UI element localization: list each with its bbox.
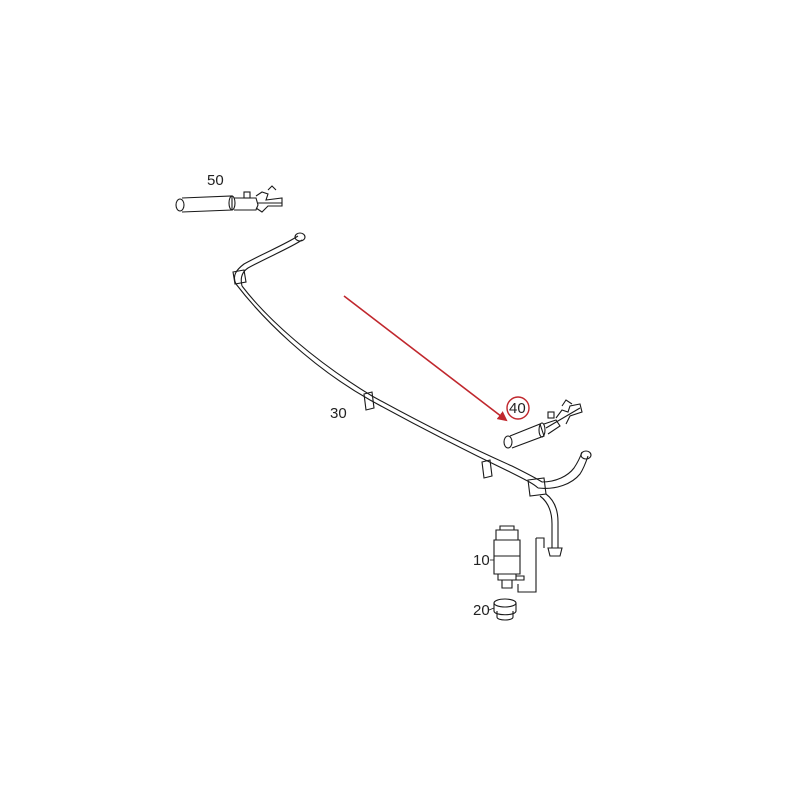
washer-nozzle-40[interactable]	[503, 399, 583, 449]
highlight-arrow	[343, 295, 508, 422]
washer-nozzle-50[interactable]	[175, 185, 283, 213]
highlight-circle	[506, 396, 530, 420]
washer-hose-30[interactable]	[232, 232, 592, 593]
callout-40[interactable]: 40	[509, 400, 526, 417]
callout-50[interactable]: 50	[207, 172, 224, 189]
washer-pump-10[interactable]	[493, 525, 525, 589]
grommet-20[interactable]	[493, 598, 517, 621]
callout-30[interactable]: 30	[330, 405, 347, 422]
leader-lines	[488, 559, 495, 611]
callout-20[interactable]: 20	[473, 602, 490, 619]
callout-10[interactable]: 10	[473, 552, 490, 569]
